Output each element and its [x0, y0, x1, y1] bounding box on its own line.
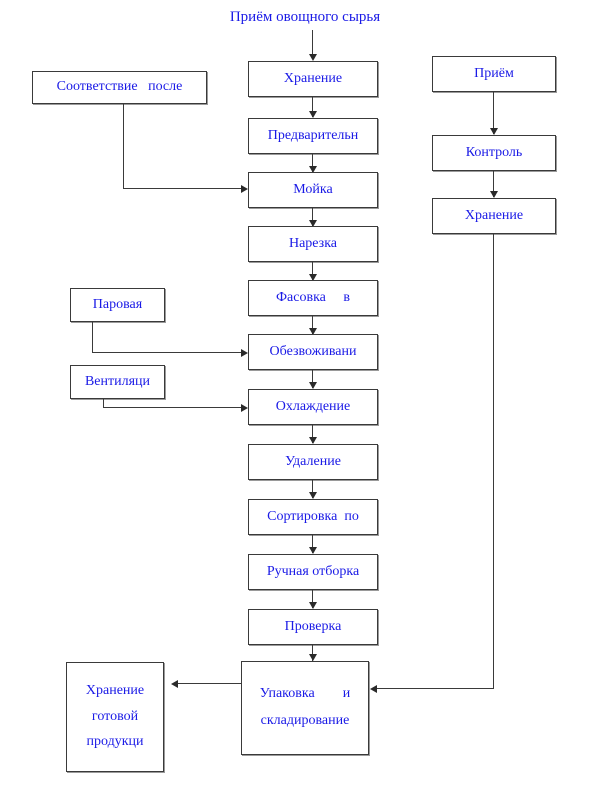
arrow-down-icon [309, 382, 317, 389]
node-inspection[interactable]: Проверка [248, 609, 378, 645]
node-control-right[interactable]: Контроль [432, 135, 556, 171]
node-compliance-after[interactable]: Соответствие после [32, 71, 207, 104]
arrow-down-icon [309, 54, 317, 61]
node-packing-in[interactable]: Фасовка в [248, 280, 378, 316]
arrow-down-icon [309, 547, 317, 554]
node-label-line-2: складирование [260, 713, 350, 729]
node-preliminary[interactable]: Предварительн [248, 118, 378, 154]
arrow-down-icon [309, 437, 317, 444]
node-label-line-3: продукци [86, 734, 144, 750]
node-label-line-2: готовой [91, 708, 139, 724]
node-storage-right[interactable]: Хранение [432, 198, 556, 234]
connector-ventilation-horizontal [103, 407, 241, 408]
arrow-down-icon [309, 274, 317, 281]
node-ventilation[interactable]: Вентиляци [70, 365, 165, 399]
connector-manual-to-inspection [312, 590, 313, 608]
arrow-down-icon [309, 220, 317, 227]
arrow-down-icon [490, 191, 498, 198]
node-dehydration[interactable]: Обезвоживани [248, 334, 378, 370]
connector-cooling-to-removal [312, 425, 313, 443]
node-washing[interactable]: Мойка [248, 172, 378, 208]
arrow-down-icon [309, 602, 317, 609]
node-label-line-1: Упаковка и [259, 685, 351, 701]
node-intake-right[interactable]: Приём [432, 56, 556, 92]
connector-cutting-to-packing [312, 262, 313, 280]
arrow-down-icon [309, 654, 317, 661]
node-label: Удаление [285, 453, 341, 469]
node-label: Нарезка [288, 235, 338, 251]
arrow-down-icon [309, 166, 317, 173]
node-label: Ручная отборка [266, 563, 360, 579]
connector-control-to-storage [493, 171, 494, 197]
arrow-right-icon [241, 185, 248, 193]
node-label: Обезвоживани [269, 343, 357, 359]
connector-removal-to-sorting [312, 480, 313, 498]
connector-preliminary-to-washing [312, 154, 313, 172]
connector-packaging-to-finished [178, 683, 241, 684]
node-label: Охлаждение [275, 398, 351, 414]
node-label: Паровая [92, 296, 143, 312]
connector-packing-to-dehydration [312, 316, 313, 334]
node-label: Сортировка по [267, 508, 359, 524]
node-label: Мойка [293, 181, 333, 197]
connector-title-to-storage [312, 30, 313, 56]
arrow-down-icon [309, 492, 317, 499]
connector-sorting-to-manual [312, 535, 313, 553]
arrow-left-icon [171, 680, 178, 688]
connector-steam-vertical [92, 322, 93, 353]
connector-storage-to-preliminary [312, 97, 313, 117]
node-label: Проверка [284, 618, 342, 634]
node-label: Хранение [464, 207, 524, 223]
node-label: Соответствие после [56, 79, 183, 95]
node-packaging-storage[interactable]: Упаковка и складирование [241, 661, 369, 755]
node-manual-selection[interactable]: Ручная отборка [248, 554, 378, 590]
node-label: Фасовка в [275, 289, 350, 305]
connector-steam-horizontal [92, 352, 241, 353]
node-cooling[interactable]: Охлаждение [248, 389, 378, 425]
node-label: Контроль [465, 144, 523, 160]
node-cutting[interactable]: Нарезка [248, 226, 378, 262]
diagram-title: Приём овощного сырья [229, 9, 381, 25]
arrow-down-icon [309, 111, 317, 118]
arrow-right-icon [241, 349, 248, 357]
connector-ventilation-vertical [103, 399, 104, 408]
node-finished-storage[interactable]: Хранение готовой продукци [66, 662, 164, 772]
connector-dehydration-to-cooling [312, 370, 313, 388]
node-label: Вентиляци [84, 373, 151, 389]
arrow-down-icon [309, 328, 317, 335]
node-label: Приём [474, 65, 514, 81]
connector-intake-to-control [493, 92, 494, 134]
node-label-line-1: Хранение [85, 682, 145, 698]
node-label: Хранение [283, 70, 343, 86]
connector-storage-right-horizontal [377, 688, 494, 689]
node-removal[interactable]: Удаление [248, 444, 378, 480]
arrow-left-icon [370, 685, 377, 693]
node-label: Предварительн [267, 127, 359, 143]
node-storage-raw[interactable]: Хранение [248, 61, 378, 97]
connector-compliance-vertical [123, 104, 124, 189]
connector-washing-to-cutting [312, 208, 313, 226]
arrow-down-icon [490, 128, 498, 135]
connector-compliance-horizontal [123, 188, 241, 189]
arrow-right-icon [241, 404, 248, 412]
connector-storage-right-vertical [493, 234, 494, 689]
node-sorting-by[interactable]: Сортировка по [248, 499, 378, 535]
node-steam[interactable]: Паровая [70, 288, 165, 322]
